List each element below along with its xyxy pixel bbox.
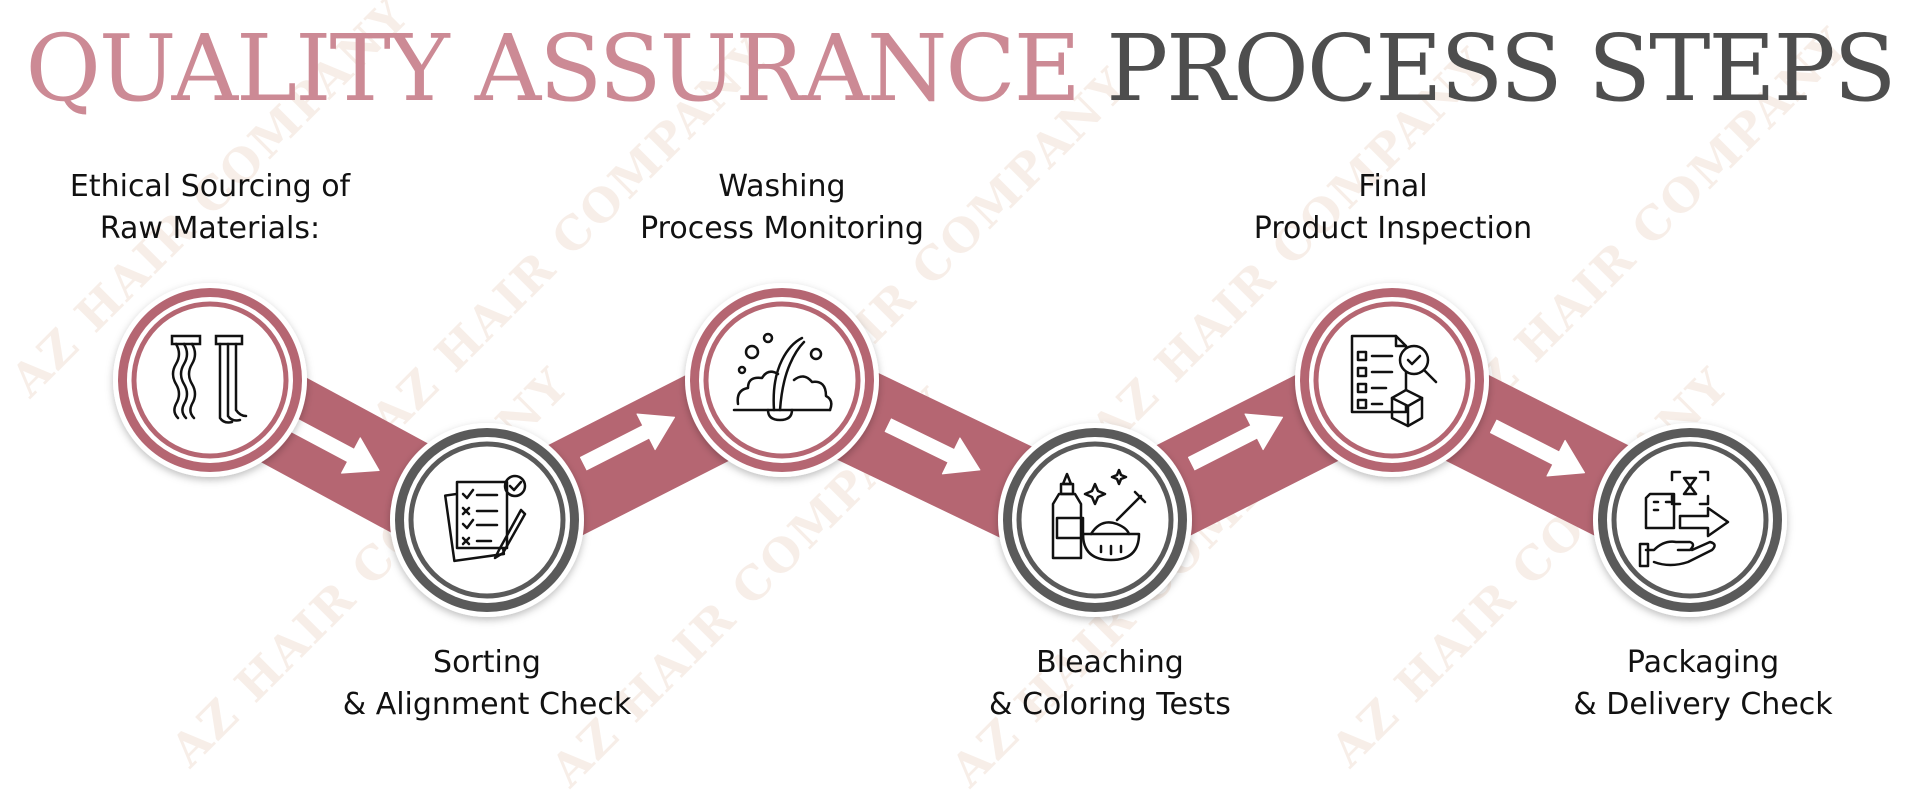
- step-4-label: Bleaching & Coloring Tests: [900, 642, 1320, 726]
- page-title: QUALITY ASSURANCE PROCESS STEPS: [0, 18, 1920, 119]
- step-3-label-line2: Process Monitoring: [640, 211, 924, 246]
- step-4-node: [998, 423, 1192, 617]
- step-6-label-line2: & Delivery Check: [1573, 687, 1833, 722]
- step-1-label-line1: Ethical Sourcing of: [69, 169, 351, 204]
- arrow-icon: [579, 413, 676, 471]
- step-5-label-line1: Final: [1358, 169, 1428, 204]
- step-3-label-line1: Washing: [718, 169, 846, 204]
- step-5-label-line2: Product Inspection: [1253, 211, 1533, 246]
- step-1-label-line2: Raw Materials:: [99, 211, 321, 246]
- step-2-node: [390, 423, 584, 617]
- arrow-icon: [1489, 419, 1586, 477]
- step-5-node: [1295, 283, 1489, 477]
- step-4-label-line2: & Coloring Tests: [989, 687, 1231, 722]
- title-part-2: PROCESS STEPS: [1106, 15, 1896, 122]
- step-6-node: [1593, 423, 1787, 617]
- arrow-icon: [884, 418, 981, 475]
- step-1-node: [113, 283, 307, 477]
- dye-bottle-bowl-icon: [1051, 468, 1147, 562]
- step-4-label-line1: Bleaching: [1036, 645, 1184, 680]
- step-3-node: [685, 283, 879, 477]
- arrow-icon: [1187, 413, 1284, 471]
- step-2-label: Sorting & Alignment Check: [277, 642, 697, 726]
- step-6-label-line1: Packaging: [1626, 645, 1780, 680]
- step-6-label: Packaging & Delivery Check: [1493, 642, 1913, 726]
- inspection-checklist-icon: [1350, 334, 1438, 428]
- hair-extensions-icon: [170, 334, 248, 424]
- checklist-clipboard-icon: [443, 474, 527, 563]
- step-5-label: Final Product Inspection: [1183, 166, 1603, 250]
- step-1-label: Ethical Sourcing of Raw Materials:: [0, 166, 420, 250]
- arrows: [285, 413, 1586, 477]
- hair-strand-washing-icon: [732, 332, 833, 422]
- step-3-label: Washing Process Monitoring: [572, 166, 992, 250]
- title-part-1: QUALITY ASSURANCE: [25, 15, 1081, 122]
- package-delivery-icon: [1638, 470, 1730, 568]
- step-2-label-line1: Sorting: [433, 645, 541, 680]
- arrow-icon: [285, 415, 380, 474]
- step-2-label-line2: & Alignment Check: [342, 687, 632, 722]
